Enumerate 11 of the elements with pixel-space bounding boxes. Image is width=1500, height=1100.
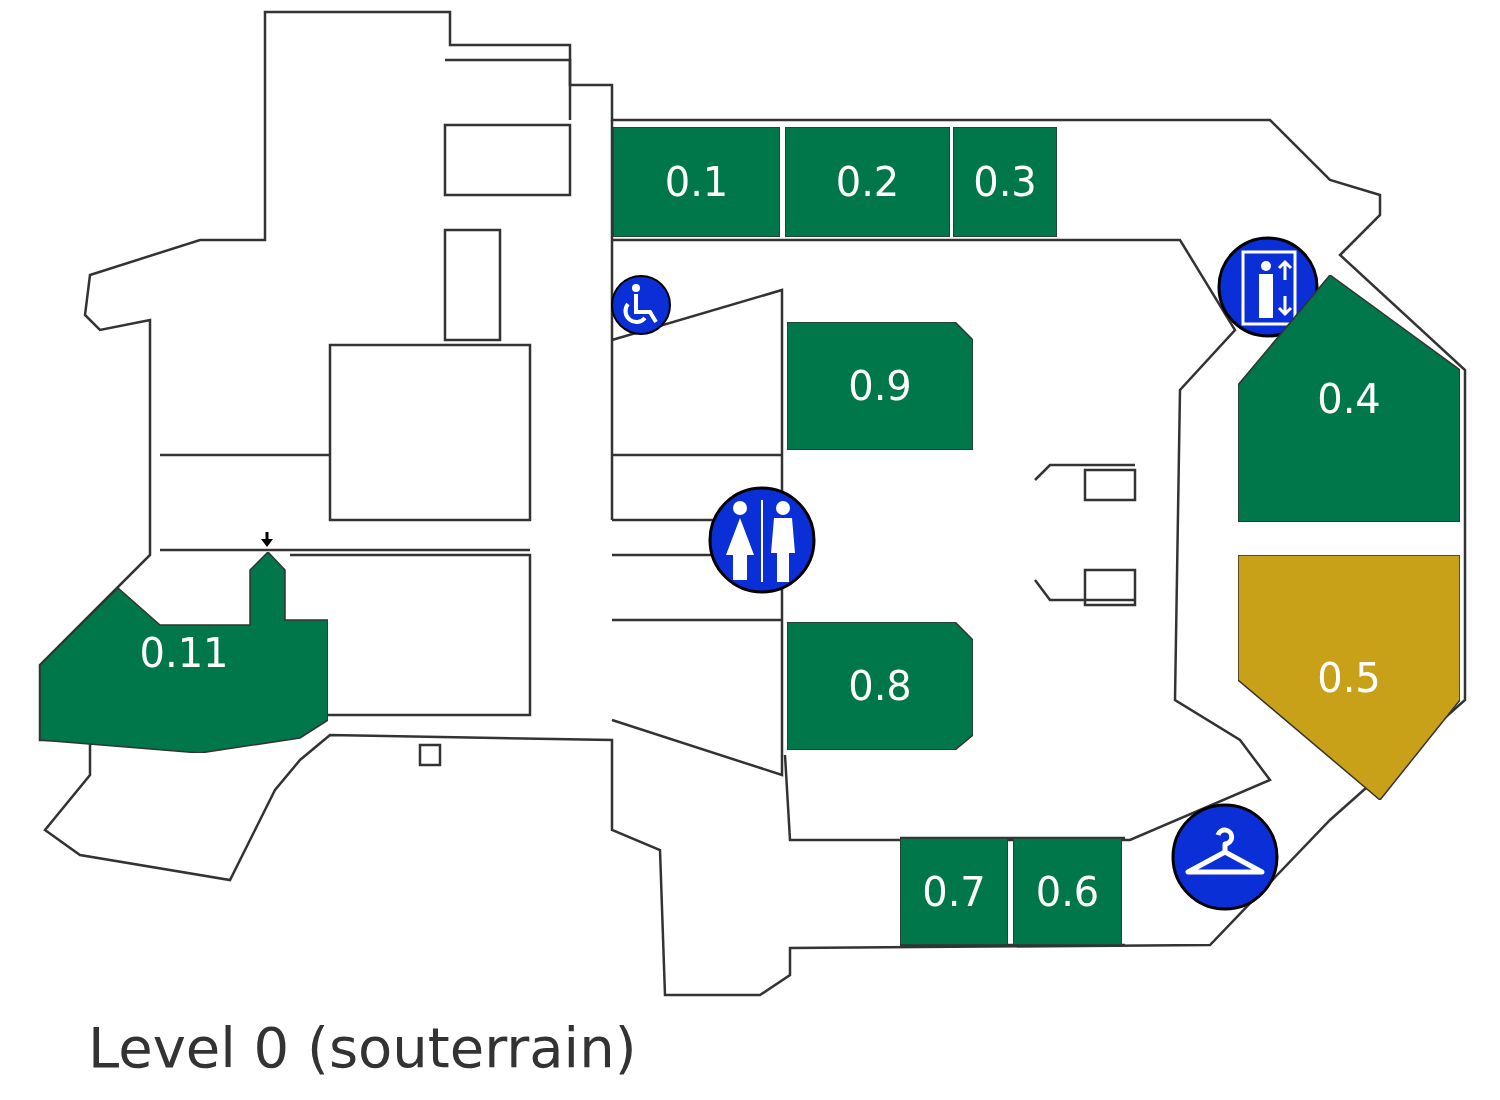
room-number: 0.7 [921,871,987,912]
room-number: 0.6 [1034,871,1101,912]
room-number: 0.4 [1316,378,1382,419]
room-number: 0.8 [847,666,913,706]
room-number: 0.2 [834,162,901,202]
room-number: 0.1 [663,162,730,202]
room-number: 0.9 [847,366,913,406]
floor-title: Level 0 (souterrain) [88,1015,637,1080]
room-number: 0.11 [138,632,230,673]
room-number: 0.5 [1316,657,1382,698]
room-number: 0.3 [972,162,1038,202]
